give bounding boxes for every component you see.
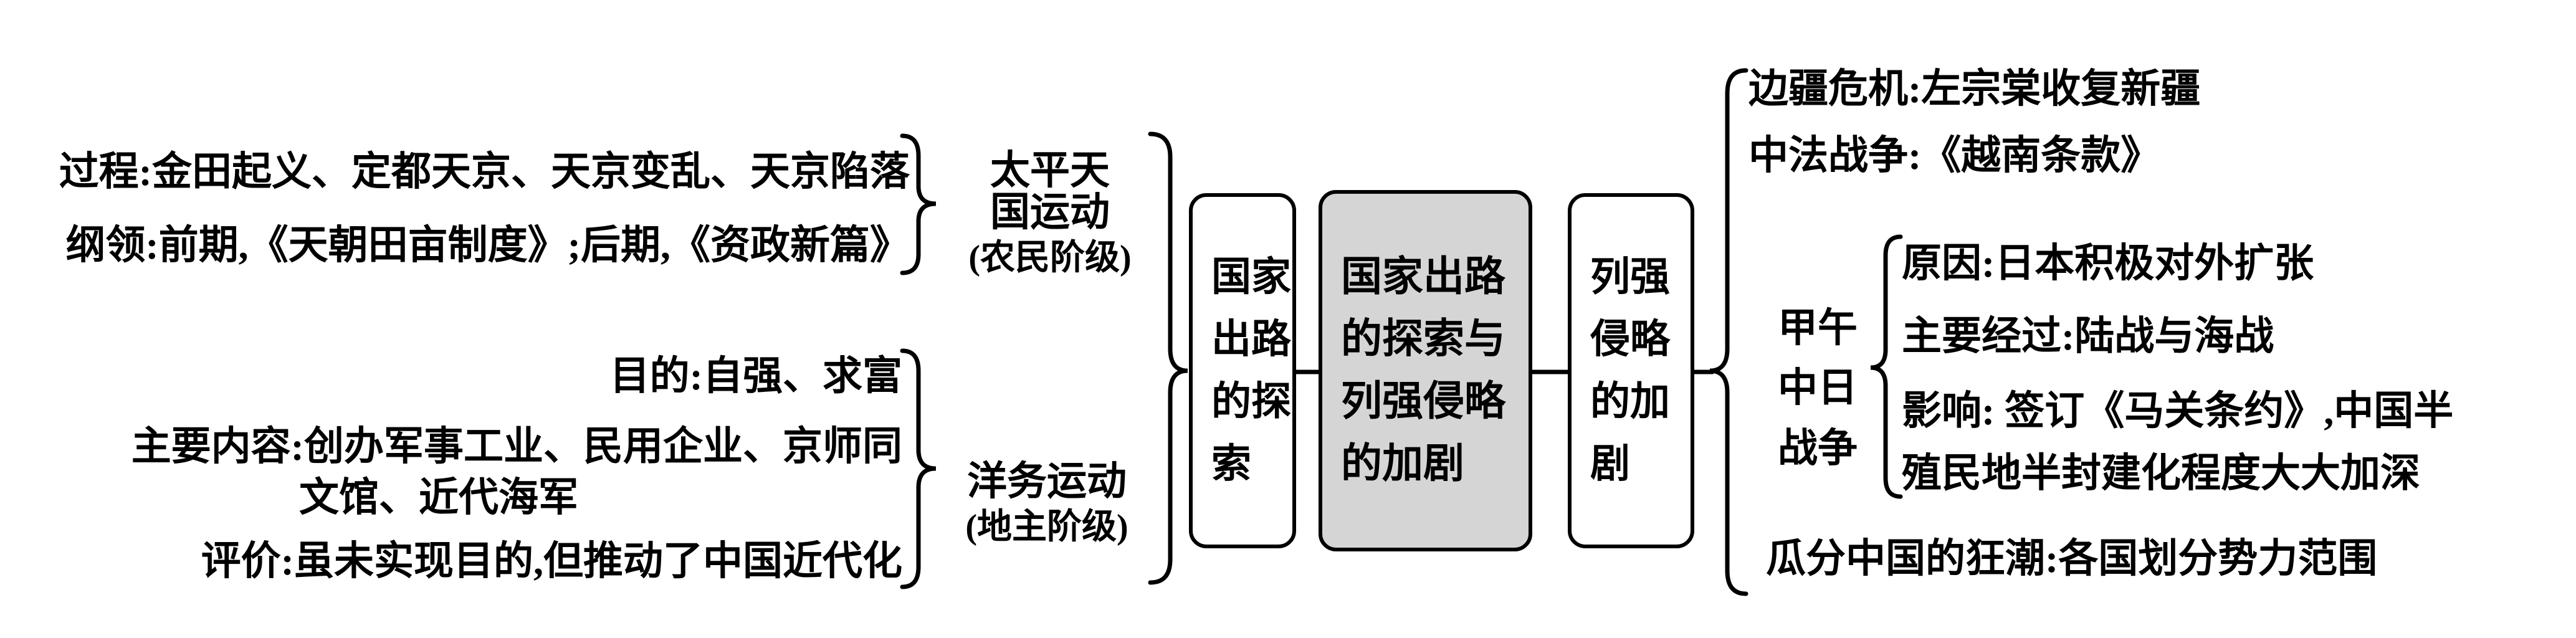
sino-french-war-line: 中法战争:《越南条款》	[1748, 133, 2161, 178]
yangwu-label-line1: 洋务运动	[967, 459, 1127, 503]
exploration-box-line: 国家	[1211, 255, 1291, 299]
aggression-box-line: 的加	[1590, 379, 1670, 424]
jiawu-course-line: 主要经过:陆战与海战	[1902, 314, 2274, 358]
yangwu-brace-icon	[900, 348, 937, 589]
taiping-class-label: (农民阶级)	[968, 239, 1132, 277]
taiping-process-line: 过程:金田起义、定都天京、天京变乱、天京陷落	[59, 150, 910, 194]
aggression-box-line: 侵略	[1590, 317, 1670, 361]
jiawu-label-line1: 甲午	[1778, 306, 1858, 350]
yangwu-evaluation-line: 评价:虽未实现目的,但推动了中国近代化	[201, 539, 902, 583]
partition-craze-line: 瓜分中国的狂潮:各国划分势力范围	[1766, 536, 2378, 581]
taiping-label-line1: 太平天	[990, 148, 1110, 193]
taiping-program-line: 纲领:前期,《天朝田亩制度》;后期,《资政新篇》	[65, 223, 910, 267]
right-group-brace-icon	[1709, 68, 1748, 596]
yangwu-goal-line: 目的:自强、求富	[609, 354, 902, 398]
aggression-box-line: 列强	[1590, 255, 1670, 299]
exploration-box-line: 出路	[1211, 317, 1291, 361]
jiawu-impact-line2: 殖民地半封建化程度大大加深	[1902, 451, 2420, 495]
taiping-brace-icon	[900, 133, 937, 275]
jiawu-cause-line: 原因:日本积极对外扩张	[1902, 241, 2314, 285]
yangwu-content-line2: 文馆、近代海军	[299, 475, 578, 520]
jiawu-impact-line1: 影响: 签订《马关条约》,中国半	[1902, 389, 2454, 433]
theme-box-line: 列强侵略	[1341, 379, 1505, 424]
theme-box-line: 的探索与	[1341, 317, 1505, 362]
aggression-box: 列强 侵略 的加 剧	[1568, 193, 1694, 548]
jiawu-brace-icon	[1870, 234, 1903, 499]
taiping-label-line2: 国运动	[990, 190, 1110, 234]
yangwu-content-line1: 主要内容:创办军事工业、民用企业、京师同	[131, 424, 902, 469]
theme-box-line: 的加剧	[1341, 441, 1464, 487]
border-crisis-line: 边疆危机:左宗棠收复新疆	[1748, 67, 2201, 111]
jiawu-label-line2: 中日	[1778, 366, 1858, 410]
left-group-brace-icon	[1148, 131, 1188, 585]
exploration-box: 国家 出路 的探 索	[1189, 193, 1296, 548]
exploration-box-line: 的探	[1211, 379, 1291, 424]
aggression-box-line: 剧	[1590, 442, 1630, 486]
theme-box-line: 国家出路	[1341, 254, 1505, 300]
yangwu-class-label: (地主阶级)	[965, 508, 1128, 546]
theme-box: 国家出路 的探索与 列强侵略 的加剧	[1319, 190, 1532, 551]
exploration-box-line: 索	[1211, 442, 1251, 486]
jiawu-label-line3: 战争	[1778, 426, 1858, 470]
